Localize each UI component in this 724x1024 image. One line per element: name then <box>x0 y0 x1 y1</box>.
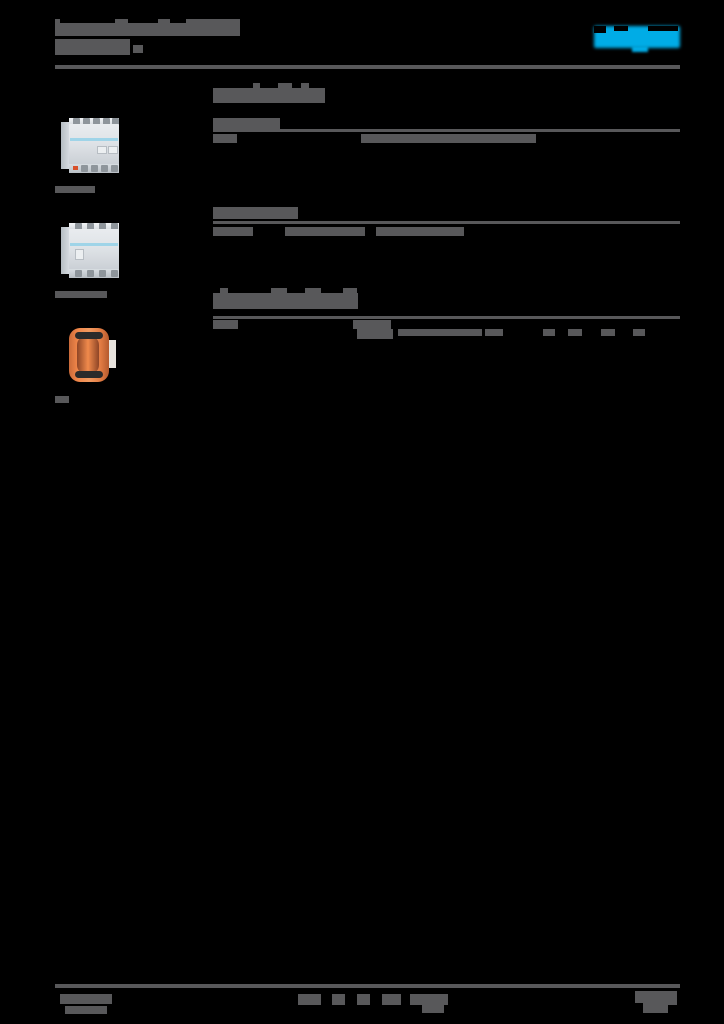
page-header <box>0 0 724 78</box>
din-rail-contactor-icon <box>61 221 121 279</box>
section-3 <box>213 288 680 363</box>
footer-left-text <box>60 994 112 1004</box>
section-3-heading <box>213 288 680 309</box>
logo-wordmark <box>594 26 680 48</box>
header-title-line-1 <box>55 19 240 36</box>
product-image-column <box>55 110 175 425</box>
logo-mask-3 <box>648 26 678 31</box>
header-title-line-2 <box>55 39 130 55</box>
section-3-row-2 <box>213 329 680 339</box>
logo-descender <box>632 46 648 52</box>
section-1-subheading <box>213 118 680 133</box>
product-thumb-2 <box>55 215 175 298</box>
footer-left-subtext <box>65 1006 107 1014</box>
product-caption-3 <box>55 396 69 403</box>
section-2-divider <box>213 221 680 224</box>
header-title-notch-1 <box>60 16 115 23</box>
product-thumb-3 <box>55 320 175 403</box>
product-thumb-1 <box>55 110 175 193</box>
main-content <box>213 83 680 339</box>
din-rail-module-icon <box>61 116 121 174</box>
hager-logo <box>594 26 680 52</box>
header-title-notch-2 <box>128 16 158 23</box>
section-2 <box>213 207 680 267</box>
section-1 <box>213 83 680 183</box>
section-3-row-1 <box>213 320 680 329</box>
section-2-row-1 <box>213 227 680 236</box>
footer-center-text <box>298 994 448 1005</box>
header-title-notch-3 <box>170 16 186 23</box>
product-image-1 <box>55 110 127 182</box>
page-footer <box>55 984 680 1018</box>
section-1-row-1 <box>213 134 680 143</box>
section-1-divider <box>213 129 680 132</box>
section-1-heading <box>213 83 680 103</box>
product-image-3 <box>55 320 127 392</box>
product-caption-2 <box>55 291 107 298</box>
toroidal-current-transformer-icon <box>65 326 117 384</box>
section-2-heading <box>213 207 680 222</box>
logo-mask-2 <box>614 26 628 31</box>
footer-center-subtext <box>422 1004 444 1013</box>
section-3-divider <box>213 316 680 319</box>
product-caption-1 <box>55 186 95 193</box>
footer-divider <box>55 984 680 988</box>
logo-mask-1 <box>594 26 606 33</box>
header-subtitle <box>133 45 143 53</box>
product-image-2 <box>55 215 127 287</box>
footer-page-number <box>635 991 677 1013</box>
header-divider <box>55 65 680 69</box>
